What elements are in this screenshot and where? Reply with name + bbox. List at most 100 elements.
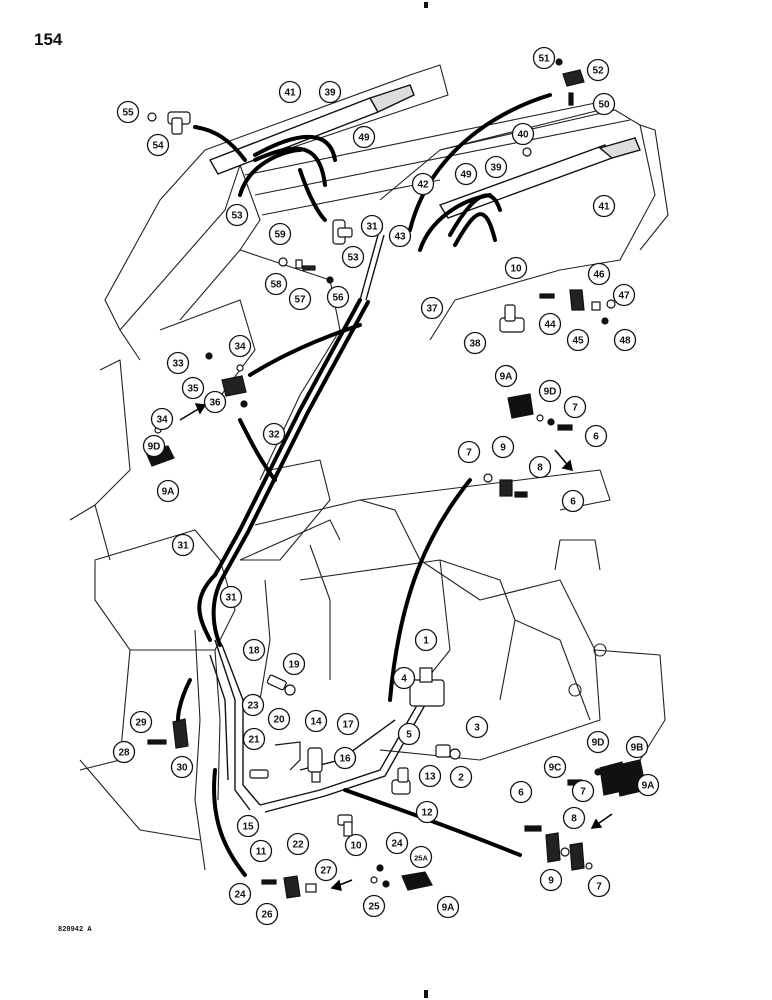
leader-curves [176,93,552,877]
callout-circle [494,364,518,388]
callout-number: 7 [572,403,578,414]
callout-circle [267,707,291,731]
callout-31: 31 [360,214,384,238]
callout-47: 47 [612,283,636,307]
callout-circle [562,806,586,830]
callout-51: 51 [532,46,556,70]
callout-44: 44 [538,312,562,336]
callout-circle [282,652,306,676]
callout-number: 21 [248,735,260,746]
callout-number: 1 [423,636,429,647]
callout-number: 53 [231,211,243,222]
callout-2: 2 [449,765,473,789]
callout-12: 12 [415,800,439,824]
callout-circle [414,628,438,652]
callout-number: 9C [549,763,562,774]
callout-number: 51 [538,54,550,65]
callout-number: 56 [332,293,344,304]
callout-number: 18 [248,646,260,657]
callout-circle [228,334,252,358]
callout-circle [150,407,174,431]
callout-9A: 9A [156,479,180,503]
callout-7: 7 [587,874,611,898]
callout-6: 6 [561,489,585,513]
callout-circle [543,755,567,779]
callout-8: 8 [528,455,552,479]
callout-circle [538,312,562,336]
callout-circle [362,894,386,918]
callout-41: 41 [278,80,302,104]
callout-circle [166,351,190,375]
figure-id: 820942 A [58,926,92,934]
callout-14: 14 [304,709,328,733]
callout-circle [242,727,266,751]
callout-49: 49 [454,162,478,186]
callout-29: 29 [129,710,153,734]
callout-number: 41 [284,88,296,99]
callout-28: 28 [112,740,136,764]
callout-number: 46 [593,270,605,281]
callout-circle [584,424,608,448]
callout-40: 40 [511,122,535,146]
callout-43: 43 [388,224,412,248]
callout-24: 24 [385,831,409,855]
callout-number: 9A [642,781,655,792]
callout-55: 55 [116,100,140,124]
page-number: 154 [34,30,63,49]
callout-15: 15 [236,814,260,838]
callout-number: 53 [347,253,359,264]
callout-circle [504,256,528,280]
callout-number: 6 [593,432,599,443]
callout-circle [388,224,412,248]
callout-30: 30 [170,755,194,779]
callout-circle [418,764,442,788]
callout-6: 6 [584,424,608,448]
callout-number: 8 [537,463,543,474]
callout-circle [587,262,611,286]
callout-circle [587,874,611,898]
callout-number: 7 [466,448,472,459]
callout-36: 36 [203,390,227,414]
callout-49: 49 [352,125,376,149]
callout-19: 19 [282,652,306,676]
callout-circle [171,533,195,557]
callout-56: 56 [326,285,350,309]
callout-circle [449,765,473,789]
callout-7: 7 [563,395,587,419]
callout-33: 33 [166,351,190,375]
callout-number: 45 [572,336,584,347]
callout-circle [326,285,350,309]
callout-circle [249,839,273,863]
callout-38: 38 [463,331,487,355]
callout-circle [236,814,260,838]
callout-circle [181,376,205,400]
callout-circle [566,328,590,352]
callout-number: 38 [469,339,481,350]
callout-9C: 9C [543,755,567,779]
callout-circle [278,80,302,104]
callout-34: 34 [228,334,252,358]
callout-34: 34 [150,407,174,431]
callout-number: 24 [391,839,403,850]
callout-17: 17 [336,712,360,736]
callout-16: 16 [333,746,357,770]
callout-3: 3 [465,715,489,739]
callout-number: 25 [368,902,380,913]
direction-arrows [179,403,613,891]
callout-number: 55 [122,108,134,119]
callout-number: 6 [518,788,524,799]
callout-9D: 9D [142,434,166,458]
callout-circle [561,489,585,513]
callout-7: 7 [571,779,595,803]
callout-number: 49 [460,170,472,181]
callout-37: 37 [420,296,444,320]
boom-cylinders [208,84,641,219]
callout-9A: 9A [436,895,460,919]
callout-number: 31 [225,593,237,604]
callout-circle [341,245,365,269]
callout-46: 46 [587,262,611,286]
page-mark-bottom [424,990,428,998]
callout-circle [592,194,616,218]
callout-number: 12 [421,808,433,819]
callout-circle [612,283,636,307]
